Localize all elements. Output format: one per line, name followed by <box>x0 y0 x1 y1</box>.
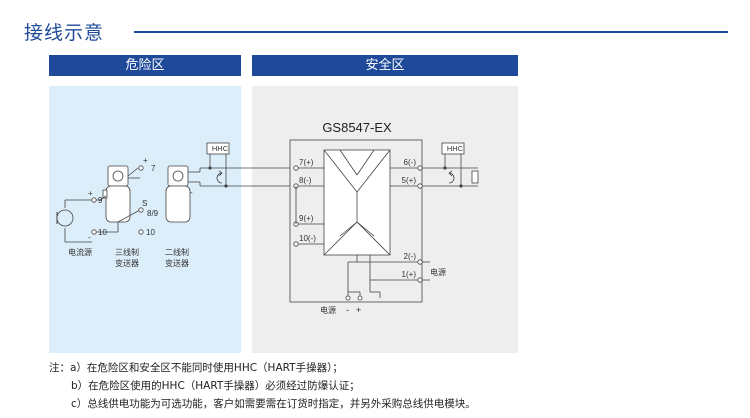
note-c: c）总线供电功能为可选功能，客户如需要需在订货时指定，并另外采购总线供电模块。 <box>71 398 476 410</box>
device-terminal: 1(+) <box>402 270 417 279</box>
power-plus: + <box>356 305 361 315</box>
device-terminal: 5(+) <box>402 176 417 185</box>
power-label-right: 电源 <box>430 267 446 277</box>
note-a: 注：a）在危险区和安全区不能同时使用HHC（HART手操器）； <box>49 362 343 374</box>
terminal-label: 8/9 <box>147 209 159 218</box>
device-model: GS8547-EX <box>322 120 392 135</box>
title-divider <box>134 31 728 33</box>
three-wire-label-1: 三线制 <box>115 247 139 257</box>
page-title: 接线示意 <box>24 22 105 44</box>
hazard-zone-header: 危险区 <box>49 55 241 76</box>
device-terminal: 6(-) <box>404 158 417 167</box>
hazard-zone-area <box>49 86 241 353</box>
safe-zone-header: 安全区 <box>252 55 518 76</box>
device-terminal: 2(-) <box>404 252 417 261</box>
two-wire-label-1: 二线制 <box>165 247 189 257</box>
terminal-label: - <box>88 233 91 242</box>
terminal-label: + <box>143 156 148 165</box>
terminal-label: S <box>142 199 147 208</box>
terminal-label: 10 <box>98 228 107 237</box>
two-wire-label-2: 变送器 <box>165 258 189 268</box>
device-terminal: 10(-) <box>299 234 316 243</box>
power-label-bottom: 电源 <box>320 305 336 315</box>
device-terminal: 9(+) <box>299 214 314 223</box>
device-terminal: 8(-) <box>299 176 312 185</box>
terminal-label: 9 <box>98 196 103 205</box>
terminal-label: + <box>88 189 93 198</box>
device-terminal: 7(+) <box>299 158 314 167</box>
terminal-label: 7 <box>151 164 156 173</box>
note-b: b）在危险区使用的HHC（HART手操器）必须经过防爆认证； <box>71 380 360 392</box>
terminal-label: - <box>190 188 193 197</box>
three-wire-label-2: 变送器 <box>115 258 139 268</box>
terminal-label: 10 <box>146 228 155 237</box>
hhc-label-right: HHC <box>447 144 464 153</box>
hhc-label-left: HHC <box>212 144 229 153</box>
current-source-label: 电流源 <box>68 247 92 257</box>
power-minus: - <box>346 305 349 315</box>
